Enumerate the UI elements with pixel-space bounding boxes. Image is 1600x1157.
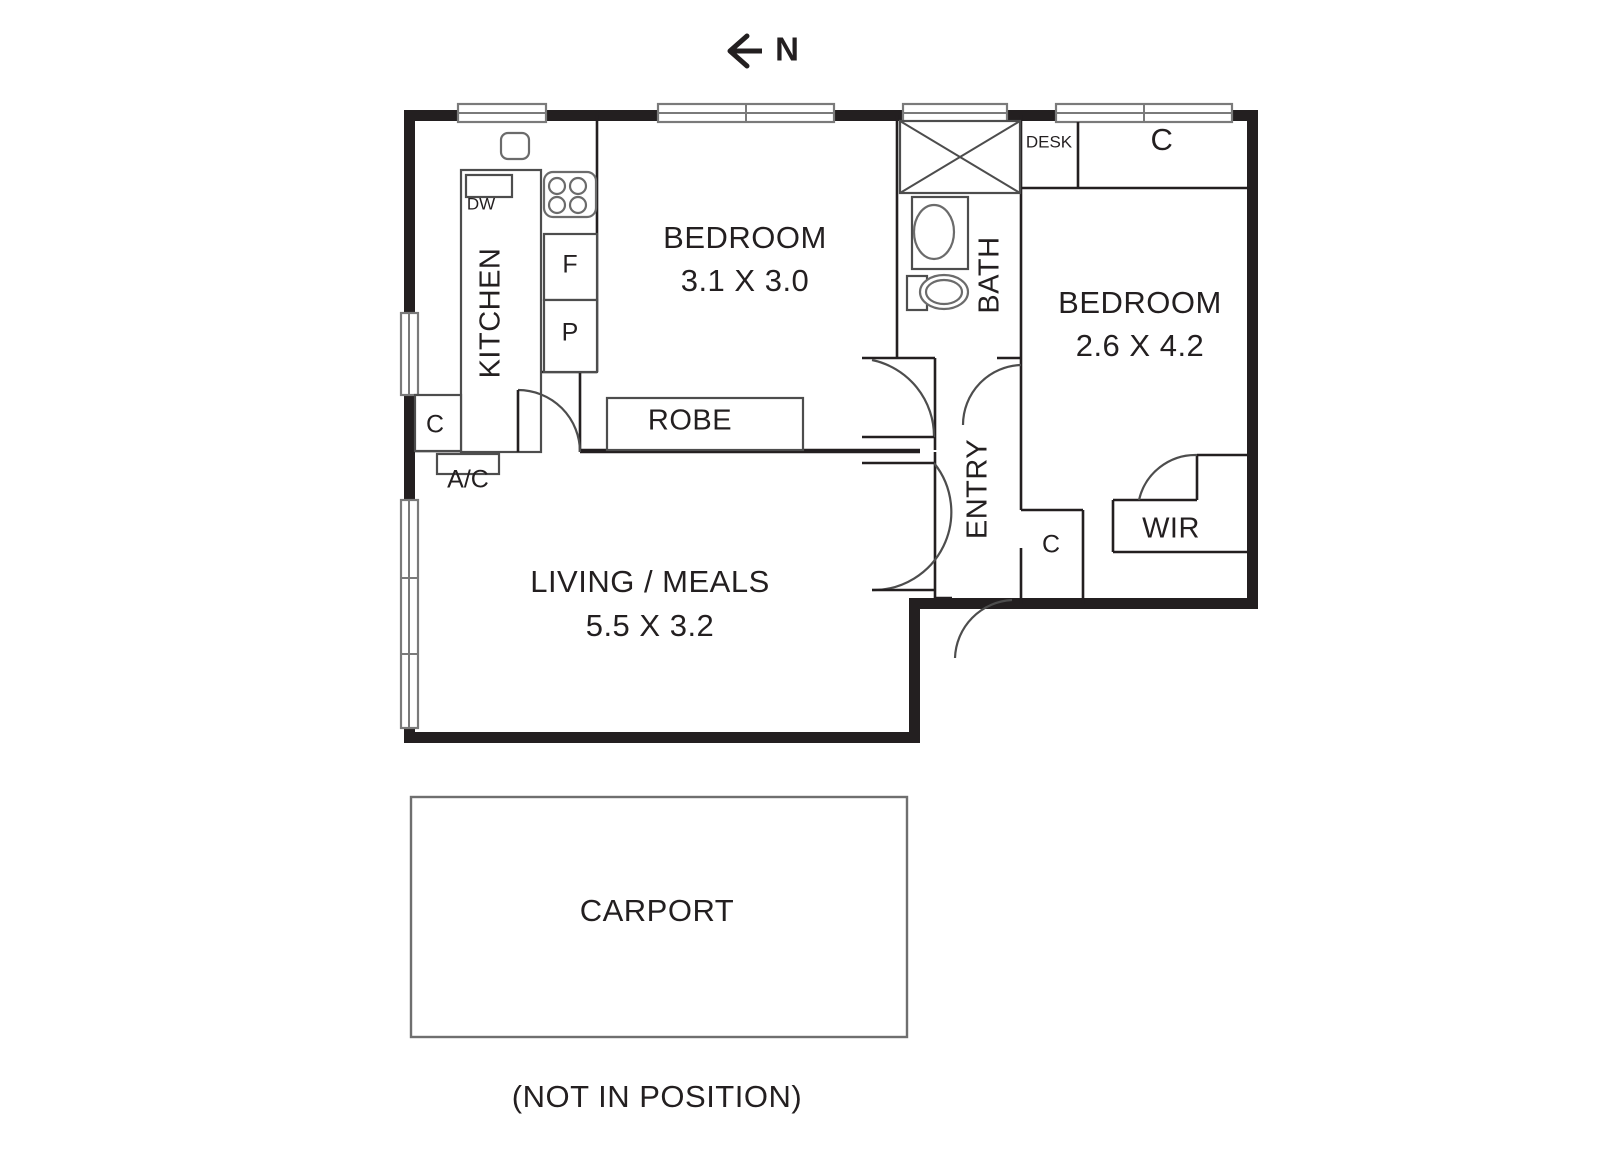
kitchen-label: KITCHEN (475, 248, 507, 379)
wir-label: WIR (1142, 513, 1200, 545)
robe-fixture: ROBE (605, 396, 805, 452)
bedroom-2-dimensions: 2.6 X 4.2 (1076, 328, 1205, 363)
pantry-label: P (562, 319, 579, 347)
bedroom-2-fixtures: DESK C WIR (1026, 122, 1200, 544)
north-label: N (775, 31, 799, 68)
windows (399, 102, 1234, 730)
pantry-icon (542, 298, 599, 374)
living-meals-dimensions: 5.5 X 3.2 (586, 608, 715, 643)
cupboard-entry-label: C (1042, 531, 1060, 559)
bedroom-2-name: BEDROOM (1058, 285, 1222, 320)
kitchen-fixtures: DW F P KITCHEN (459, 131, 599, 454)
air-conditioner-icon (435, 452, 501, 476)
carport-label: CARPORT (580, 893, 735, 928)
window-bath (901, 102, 1009, 124)
kitchen-bench (459, 168, 543, 454)
bedroom-1-dimensions: 3.1 X 3.0 (681, 263, 810, 298)
door-swing-bedroom-2 (961, 363, 1022, 426)
robe-icon (605, 396, 805, 452)
bedroom-1-name: BEDROOM (663, 220, 827, 255)
not-in-position-note: (NOT IN POSITION) (512, 1079, 802, 1114)
entry-label: ENTRY (962, 439, 994, 539)
sink-icon (499, 131, 531, 161)
arrow-left-icon (727, 33, 762, 69)
north-indicator: N (727, 31, 799, 69)
room-labels: BEDROOM 3.1 X 3.0 BEDROOM 2.6 X 4.2 LIVI… (530, 220, 1222, 643)
bathroom-fixtures: BATH (898, 119, 1022, 314)
door-swing-living (871, 462, 953, 592)
door-swing-kitchen (517, 388, 582, 453)
robe-label: ROBE (648, 405, 732, 437)
fridge-icon (542, 232, 599, 302)
door-swing-bath (871, 358, 936, 438)
carport-area: CARPORT (409, 795, 909, 1039)
window-living-west (399, 498, 420, 730)
door-swing-front (953, 598, 1013, 659)
dishwasher-icon (464, 173, 514, 199)
window-kitchen (456, 102, 548, 124)
carport-outline (409, 795, 909, 1039)
window-bedroom-1 (656, 102, 836, 124)
cupboard-living-label: C (426, 411, 444, 439)
desk-label: DESK (1026, 132, 1073, 151)
cupboard-living-icon (413, 393, 463, 453)
living-meals-name: LIVING / MEALS (530, 564, 770, 599)
air-conditioner-label: A/C (447, 466, 489, 494)
door-swing-wir (1137, 453, 1198, 501)
window-bedroom-2 (1054, 102, 1234, 124)
bath-label: BATH (974, 236, 1006, 313)
dishwasher-label: DW (467, 194, 495, 213)
fridge-label: F (562, 251, 577, 279)
living-fixtures: C A/C (413, 393, 501, 494)
window-kitchen-west (399, 311, 420, 397)
entry-area: ENTRY C (862, 358, 1060, 659)
cupboard-bedroom-2-label: C (1151, 122, 1174, 157)
